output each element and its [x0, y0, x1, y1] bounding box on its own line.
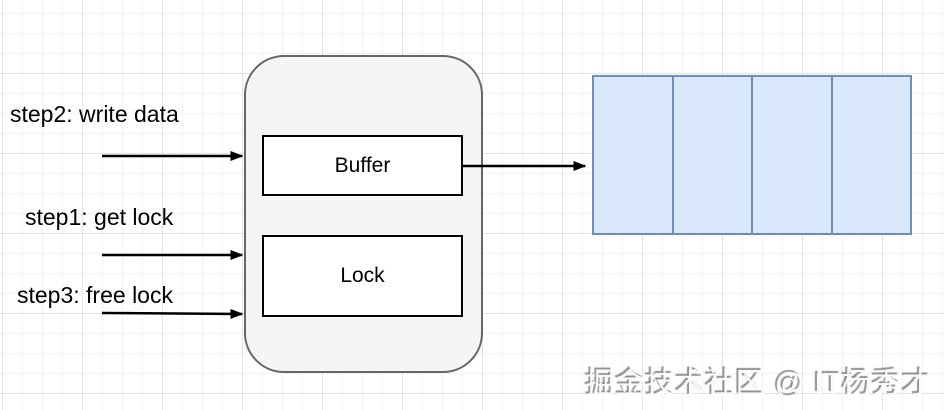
memory-cell — [833, 77, 911, 233]
memory-cell — [753, 77, 833, 233]
buffer-box: Buffer — [262, 135, 463, 196]
watermark-text: 掘金技术社区 @ IT杨秀才 — [585, 368, 932, 400]
step1-get-lock-label: step1: get lock — [25, 204, 174, 230]
lock-box-label: Lock — [340, 264, 385, 287]
memory-cell — [674, 77, 753, 233]
arrow-step3-free-lock — [101, 308, 244, 319]
memory-array — [592, 75, 912, 235]
memory-cell — [594, 77, 674, 233]
process-container — [244, 55, 483, 373]
buffer-box-label: Buffer — [334, 153, 391, 177]
lock-box: Lock — [262, 235, 463, 317]
step3-free-lock-label: step3: free lock — [17, 282, 173, 308]
step2-write-data-label: step2: write data — [10, 101, 179, 127]
